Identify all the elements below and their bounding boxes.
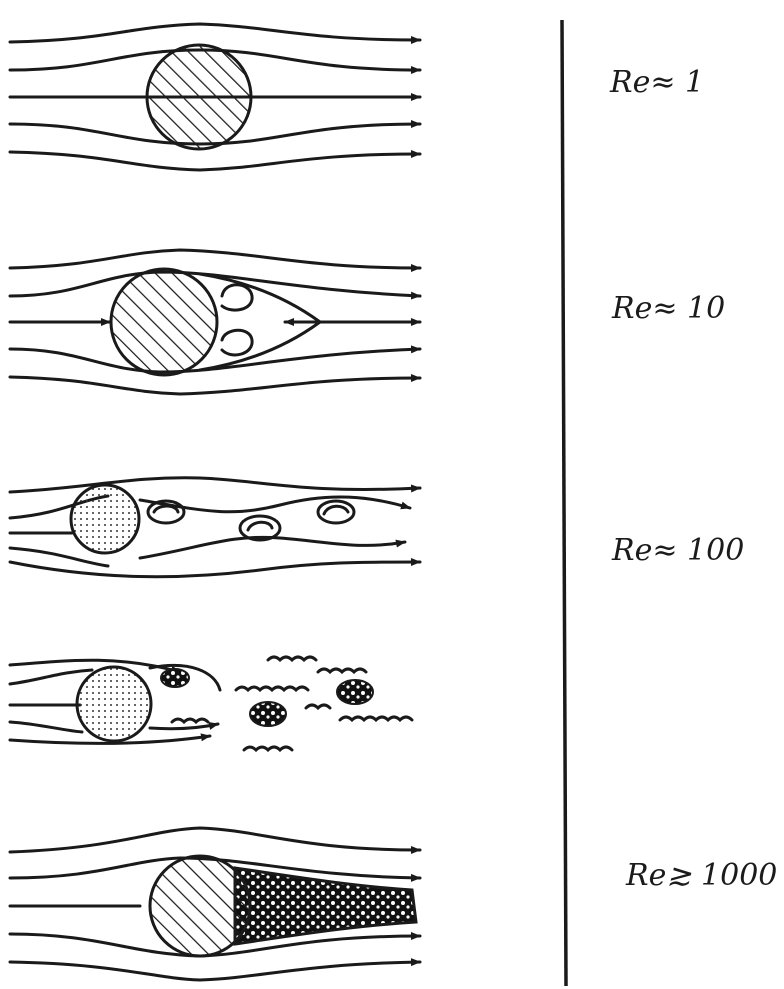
label-re-100: Re≈ 100 <box>611 533 744 568</box>
panel-1-creeping-flow <box>8 22 422 172</box>
label-re-10: Re≈ 10 <box>611 291 725 326</box>
cylinder-2 <box>109 267 219 377</box>
label-re-1: Re≈ 1 <box>609 65 704 100</box>
cylinder-4 <box>75 665 153 743</box>
cylinder-5 <box>148 854 252 958</box>
panel-5-turbulent-wake <box>8 826 422 982</box>
panel-4-turbulent-shedding <box>8 655 414 753</box>
label-re-1000: Re≳ 1000 <box>625 858 777 893</box>
turbulent-wake <box>233 866 418 946</box>
cylinder-1 <box>145 43 253 151</box>
divider-line <box>560 19 568 987</box>
panel-2-separation-bubble <box>8 248 422 396</box>
cylinder-3 <box>69 483 141 555</box>
panel-3-vortex-street <box>8 476 422 579</box>
